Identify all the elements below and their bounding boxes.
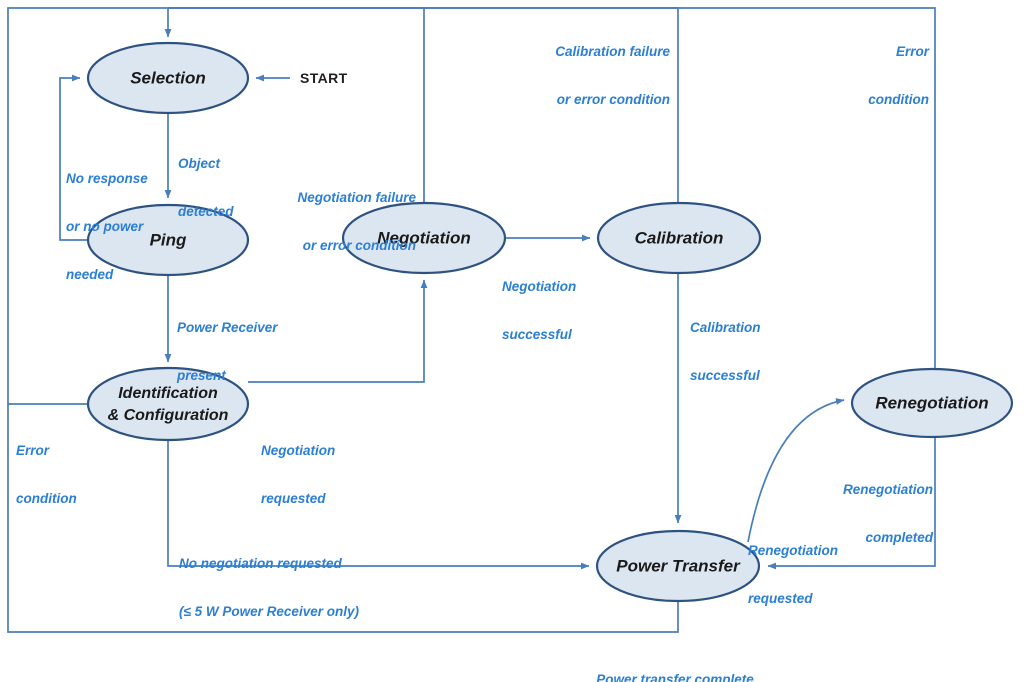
edge-power-transfer-to-selection (7, 7, 679, 633)
edge-label-power-receiver-present-line1: Power Receiver (177, 320, 278, 335)
edge-label-no-negotiation-requested-line2: (≤ 5 W Power Receiver only) (179, 604, 359, 619)
edge-label-no-response-line2: or no power (66, 219, 144, 234)
edge-label-calibration-failure-line1: Calibration failure (555, 44, 670, 59)
edge-label-error-condition-renegotiation-line1: Error (895, 44, 929, 59)
edge-label-negotiation-requested-line1: Negotiation (261, 443, 336, 458)
state-node-selection[interactable]: Selection (86, 41, 250, 115)
edge-label-power-transfer-complete-line1: Power transfer complete (596, 672, 754, 682)
state-label-ping: Ping (150, 230, 187, 249)
edge-label-renegotiation-requested: Renegotiation requested (748, 511, 838, 639)
edge-label-calibration-failure-line2: or error condition (556, 92, 670, 107)
edge-label-no-response-line1: No response (66, 171, 148, 186)
state-node-negotiation[interactable]: Negotiation (341, 201, 507, 275)
edge-label-negotiation-requested: Negotiation requested (261, 411, 335, 539)
edge-ping-to-selection (59, 74, 88, 241)
edge-label-renegotiation-completed: Renegotiation completed (800, 450, 933, 578)
edge-renegotiation-to-power-transfer (767, 437, 936, 570)
edge-label-object-detected-line1: Object (178, 156, 221, 171)
state-label-negotiation: Negotiation (377, 228, 471, 247)
edge-negotiation-to-selection (168, 7, 425, 203)
state-node-renegotiation[interactable]: Renegotiation (850, 367, 1014, 439)
edge-label-negotiation-successful: Negotiation successful (502, 247, 576, 375)
edge-label-no-negotiation-requested-line1: No negotiation requested (179, 556, 342, 571)
edge-label-negotiation-failure: Negotiation failure or error condition (263, 158, 416, 286)
edge-label-calibration-successful: Calibration successful (690, 288, 761, 416)
state-label-renegotiation: Renegotiation (875, 393, 988, 412)
state-label-identification-line2: & Configuration (108, 407, 229, 424)
edge-label-object-detected-line2: detected (178, 204, 234, 219)
state-node-identification-configuration[interactable]: Identification & Configuration (86, 366, 250, 442)
edge-power-transfer-to-renegotiation (747, 398, 845, 543)
edge-label-error-condition-renegotiation-line2: condition (868, 92, 929, 107)
edge-label-error-condition-identification-line2: condition (16, 491, 77, 506)
state-node-power-transfer[interactable]: Power Transfer (595, 529, 761, 603)
edge-label-renegotiation-requested-line2: requested (748, 591, 813, 606)
edge-label-renegotiation-completed-line1: Renegotiation (843, 482, 933, 497)
edge-label-calibration-successful-line1: Calibration (690, 320, 761, 335)
edge-label-negotiation-successful-line2: successful (502, 327, 572, 342)
edge-label-power-receiver-present: Power Receiver present (177, 288, 278, 416)
edge-label-no-response-line3: needed (66, 267, 114, 282)
edge-label-negotiation-requested-line2: requested (261, 491, 326, 506)
edge-label-no-negotiation-requested: No negotiation requested (≤ 5 W Power Re… (179, 524, 359, 652)
state-label-selection: Selection (130, 68, 206, 87)
state-node-ping[interactable]: Ping (86, 203, 250, 277)
start-label: START (300, 70, 348, 86)
edge-label-renegotiation-completed-line2: completed (865, 530, 933, 545)
state-node-calibration[interactable]: Calibration (596, 201, 762, 275)
edge-label-renegotiation-requested-line1: Renegotiation (748, 543, 838, 558)
edge-label-negotiation-failure-line1: Negotiation failure (297, 190, 416, 205)
edge-label-object-detected: Object detected (178, 124, 234, 252)
edge-label-no-response: No response or no power needed (66, 139, 148, 315)
edge-identification-to-negotiation (248, 279, 428, 383)
state-label-calibration: Calibration (635, 228, 724, 247)
edge-label-negotiation-failure-line2: or error condition (302, 238, 416, 253)
edge-label-calibration-failure: Calibration failure or error condition (518, 12, 670, 140)
edge-label-negotiation-successful-line1: Negotiation (502, 279, 577, 294)
edge-label-error-condition-renegotiation: Error condition (845, 12, 929, 140)
edge-label-error-condition-identification-line1: Error (16, 443, 50, 458)
edge-identification-to-power-transfer (167, 440, 590, 570)
edge-label-error-condition-identification: Error condition (16, 411, 77, 539)
state-label-identification-line1: Identification (118, 385, 218, 402)
edge-label-power-transfer-complete: Power transfer complete or error conditi… (505, 640, 845, 682)
edge-label-calibration-successful-line2: successful (690, 368, 760, 383)
edge-label-power-receiver-present-line2: present (177, 368, 226, 383)
state-label-power-transfer: Power Transfer (616, 556, 741, 575)
